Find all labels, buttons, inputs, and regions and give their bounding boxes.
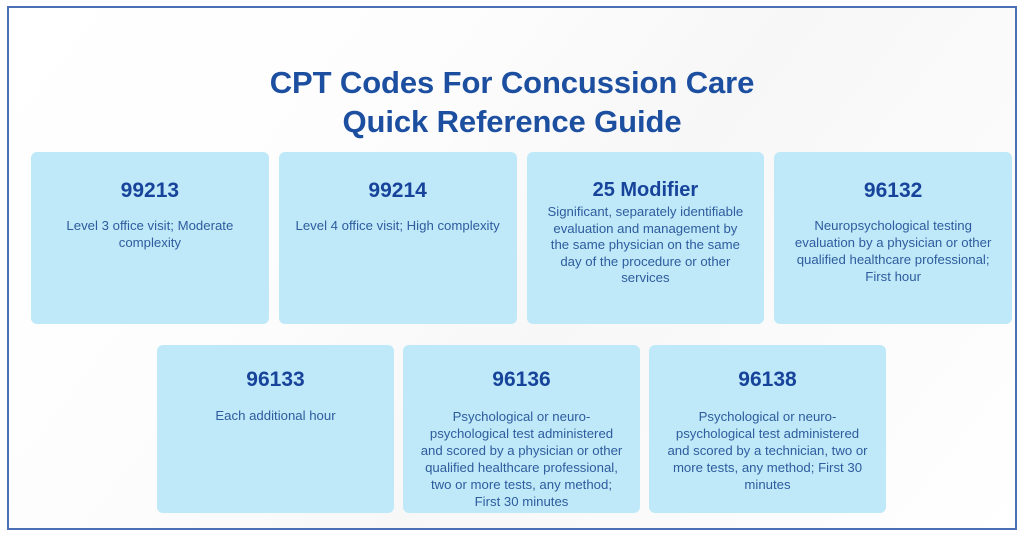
page-title-line-1: CPT Codes For Concussion Care: [269, 64, 755, 100]
cpt-code-card: 25 Modifier Significant, separately iden…: [526, 152, 765, 324]
cpt-code-description: Level 3 office visit; Moderate complexit…: [66, 218, 234, 250]
cpt-code-description: Psychological or neuro-psychological tes…: [667, 409, 868, 492]
cpt-code-label: 96133: [246, 368, 305, 391]
page-title-line-2: Quick Reference Guide: [342, 103, 682, 139]
cpt-code-label: 96132: [863, 179, 923, 202]
cpt-code-description: Neuropsychological testing evaluation by…: [794, 218, 992, 284]
cpt-code-card: 96133 Each additional hour: [157, 345, 394, 513]
cpt-code-label: 99214: [368, 179, 427, 202]
cpt-code-card: 96138 Psychological or neuro-psychologic…: [649, 345, 886, 513]
cpt-code-description: Psychological or neuro-psychological tes…: [420, 409, 623, 509]
cpt-code-label: 99213: [120, 179, 180, 202]
cpt-code-card: 96132 Neuropsychological testing evaluat…: [774, 152, 1012, 324]
cpt-code-label: 96136: [492, 368, 551, 391]
cpt-code-label: 96138: [738, 368, 797, 391]
cpt-code-label: 25 Modifier: [592, 179, 699, 201]
cpt-code-description: Significant, separately identifiable eva…: [547, 204, 744, 285]
poster-content: CPT Codes For Concussion Care Quick Refe…: [9, 8, 1015, 528]
cpt-code-card: 99214 Level 4 office visit; High complex…: [278, 152, 517, 324]
page-title: CPT Codes For Concussion Care Quick Refe…: [9, 63, 1015, 141]
cpt-code-description: Each additional hour: [215, 408, 336, 423]
cpt-code-row-1: 99213 Level 3 office visit; Moderate com…: [31, 152, 1012, 324]
cpt-code-row-2: 96133 Each additional hour 96136 Psychol…: [157, 345, 886, 513]
poster-border-frame: CPT Codes For Concussion Care Quick Refe…: [7, 6, 1017, 530]
cpt-code-card: 99213 Level 3 office visit; Moderate com…: [31, 152, 269, 324]
cpt-code-description: Level 4 office visit; High complexity: [295, 218, 500, 233]
cpt-code-card: 96136 Psychological or neuro-psychologic…: [403, 345, 640, 513]
